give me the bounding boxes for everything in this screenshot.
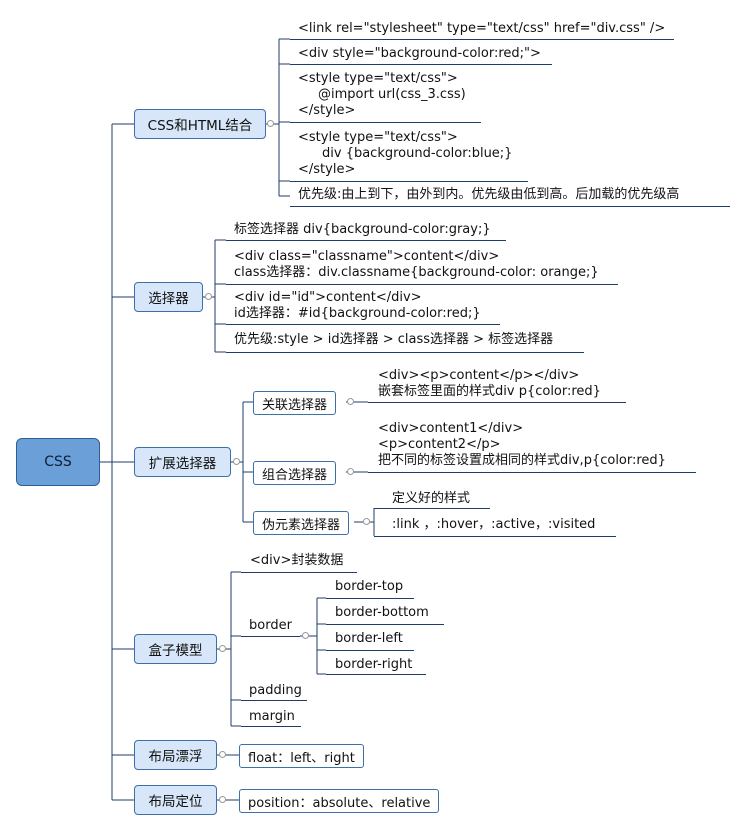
node-css-html[interactable]: CSS和HTML结合 xyxy=(134,109,266,139)
collapse-toggle[interactable] xyxy=(233,458,240,465)
node-float[interactable]: 布局漂浮 xyxy=(134,740,217,770)
underline xyxy=(290,122,481,123)
underline xyxy=(241,572,357,573)
leaf-border-left: border-left xyxy=(335,631,403,646)
collapse-toggle[interactable] xyxy=(267,120,274,127)
leaf-style-tag: <style type="text/css"> div {background-… xyxy=(298,130,513,177)
leaf-inline-style: <div style="background-color:red;"> xyxy=(298,46,541,61)
node-ext-selector[interactable]: 扩展选择器 xyxy=(134,447,231,477)
leaf-import: <style type="text/css"> @import url(css_… xyxy=(298,71,466,118)
leaf-tag-selector: 标签选择器 div{background-color:gray;} xyxy=(234,222,491,237)
underline xyxy=(374,536,616,537)
leaf-div-data: <div>封装数据 xyxy=(250,553,344,568)
underline xyxy=(368,402,626,403)
collapse-toggle[interactable] xyxy=(219,645,226,652)
leaf-pseudo-list: :link ，:hover，:active，:visited xyxy=(392,517,596,532)
underline xyxy=(290,39,674,40)
leaf-padding: padding xyxy=(249,683,302,698)
collapse-toggle[interactable] xyxy=(347,398,354,405)
node-box-model[interactable]: 盒子模型 xyxy=(134,634,217,664)
collapse-toggle[interactable] xyxy=(363,518,370,525)
collapse-toggle[interactable] xyxy=(347,468,354,475)
underline xyxy=(226,284,618,285)
underline xyxy=(326,624,444,625)
leaf-link-tag: <link rel="stylesheet" type="text/css" h… xyxy=(298,21,666,36)
underline xyxy=(374,508,490,509)
underline xyxy=(226,352,584,353)
underline xyxy=(326,598,414,599)
root-node[interactable]: CSS xyxy=(16,438,100,486)
node-group-selector[interactable]: 组合选择器 xyxy=(253,461,337,485)
underline xyxy=(326,650,414,651)
leaf-margin: margin xyxy=(249,709,295,724)
leaf-selector-priority: 优先级:style > id选择器 > class选择器 > 标签选择器 xyxy=(234,332,554,347)
underline xyxy=(290,64,552,65)
leaf-border-right: border-right xyxy=(335,657,413,672)
leaf-priority: 优先级:由上到下，由外到内。优先级由低到高。后加载的优先级高 xyxy=(298,187,680,202)
node-position[interactable]: 布局定位 xyxy=(134,785,217,815)
collapse-toggle[interactable] xyxy=(219,796,226,803)
underline xyxy=(368,472,696,473)
underline xyxy=(226,240,506,241)
collapse-toggle[interactable] xyxy=(205,293,212,300)
underline xyxy=(290,206,730,207)
collapse-toggle[interactable] xyxy=(302,632,309,639)
underline xyxy=(290,181,528,182)
node-position-value[interactable]: position：absolute、relative xyxy=(239,789,440,813)
underline xyxy=(326,674,426,675)
underline xyxy=(226,324,500,325)
collapse-toggle[interactable] xyxy=(219,751,226,758)
underline xyxy=(241,726,301,727)
underline xyxy=(241,636,300,637)
node-selector[interactable]: 选择器 xyxy=(134,282,203,312)
node-descendant-selector[interactable]: 关联选择器 xyxy=(253,391,337,415)
leaf-group: <div>content1</div> <p>content2</p> 把不同的… xyxy=(378,421,666,468)
leaf-id-selector: <div id="id">content</div> id选择器：#id{bac… xyxy=(234,290,481,321)
leaf-border: border xyxy=(249,618,292,633)
node-pseudo-selector[interactable]: 伪元素选择器 xyxy=(253,511,350,535)
leaf-pseudo-desc: 定义好的样式 xyxy=(392,491,471,506)
leaf-border-bottom: border-bottom xyxy=(335,605,429,620)
underline xyxy=(241,700,307,701)
leaf-class-selector: <div class="classname">content</div> cla… xyxy=(234,249,599,280)
leaf-descendant: <div><p>content</p></div> 嵌套标签里面的样式div p… xyxy=(378,368,601,399)
node-float-value[interactable]: float：left、right xyxy=(239,744,364,768)
leaf-border-top: border-top xyxy=(335,579,404,594)
